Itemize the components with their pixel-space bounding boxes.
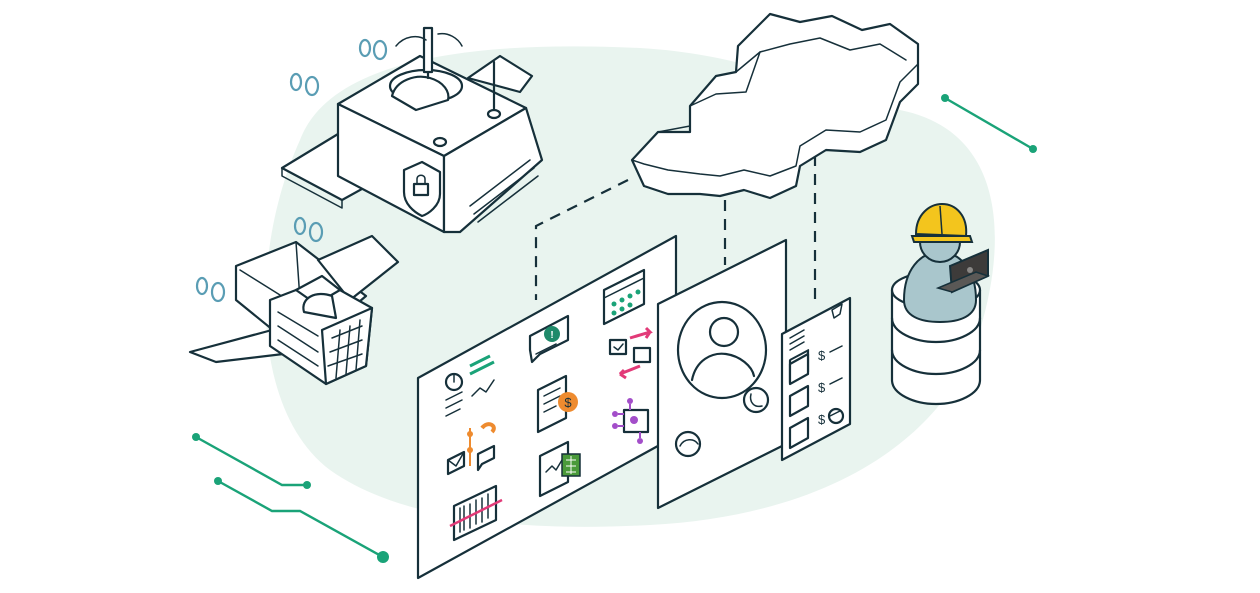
analytics-widget [444,354,495,417]
dashboard-panel-icon: ! $ [416,234,678,580]
svg-text:$: $ [818,380,826,395]
bubbles-top [289,38,388,97]
circuit-line-right [941,94,1037,153]
order-list-icon: $ $ $ [780,296,852,462]
satellite-icon [280,26,544,234]
integration-hub-icon [612,398,650,444]
contact-panel [656,238,788,510]
calendar-icon [602,268,646,326]
chat-alert-icon: ! [528,314,570,364]
svg-text:$: $ [564,395,572,410]
svg-text:!: ! [550,330,553,341]
shopping-basket-icon [268,274,374,386]
bubbles-left [195,216,324,303]
cloud-connectors [534,155,817,300]
phone-end-icon [674,430,702,458]
spreadsheet-icon [538,440,581,498]
svg-text:$: $ [818,348,826,363]
phone-call-icon [742,386,770,414]
laptop-icon [935,248,991,294]
cloud-icon [630,12,920,200]
shield-lock-icon [402,160,442,218]
package-exchange-icon [608,326,653,380]
barcode-icon [449,484,503,542]
user-profile-icon [676,300,768,400]
invoice-dollar-icon: $ [536,374,578,434]
workflow-widget [446,422,496,476]
circuit-line-left [192,433,389,563]
svg-text:$: $ [818,412,826,427]
